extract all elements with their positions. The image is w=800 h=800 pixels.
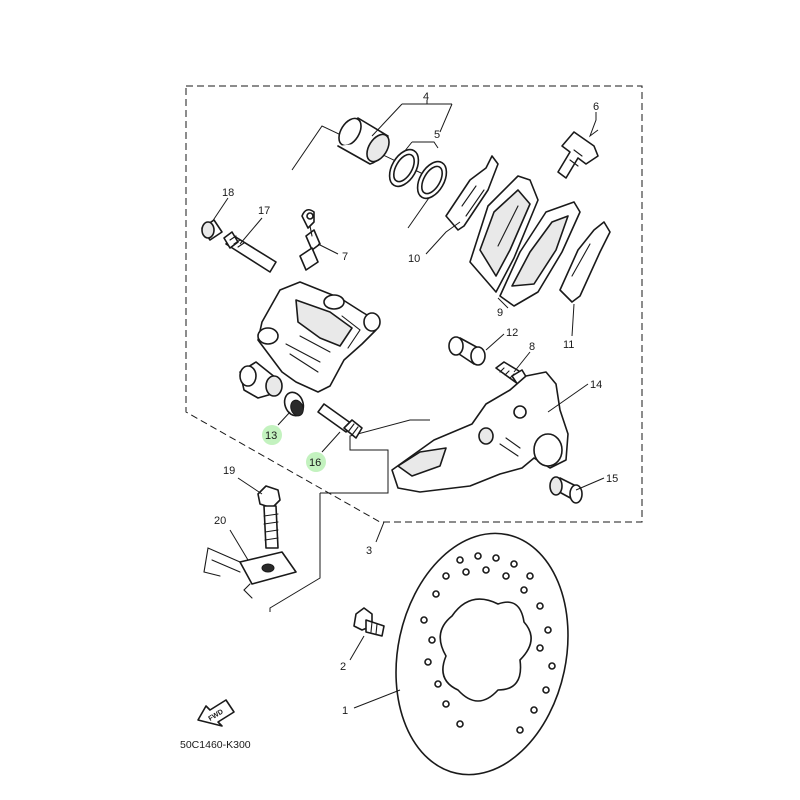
forward-arrow-icon: FWD	[197, 699, 235, 727]
callout-17: 17	[258, 205, 270, 217]
callout-10: 10	[408, 253, 420, 265]
pin-boot-part[interactable]	[281, 390, 306, 419]
hose-clip-part[interactable]	[203, 547, 297, 599]
callout-4: 4	[423, 91, 429, 103]
caliper-pin-part[interactable]	[223, 231, 277, 273]
callout-13: 13	[265, 430, 277, 442]
callout-6: 6	[593, 101, 599, 113]
bolt-19-part[interactable]	[257, 485, 281, 549]
pad-spring-part[interactable]	[557, 131, 599, 179]
callout-2: 2	[340, 661, 346, 673]
disc-bolt-part[interactable]	[353, 607, 385, 637]
assembly-boundary	[185, 85, 643, 523]
caliper-body-part[interactable]	[239, 281, 381, 399]
callout-12: 12	[506, 327, 518, 339]
callout-15: 15	[606, 473, 618, 485]
callout-numbers: 1 2 3 4 5 6 7 8 9 10 11 12 13 14 15 16 1…	[214, 91, 618, 717]
collar-part[interactable]	[448, 336, 486, 366]
callout-1: 1	[342, 705, 348, 717]
callout-16: 16	[309, 457, 321, 469]
callout-11: 11	[563, 339, 574, 351]
callout-13-highlight	[262, 425, 282, 445]
callout-20: 20	[214, 515, 226, 527]
disc-vent-holes	[420, 552, 556, 734]
callout-9: 9	[497, 307, 503, 319]
bracket-frame	[269, 419, 430, 612]
callout-18: 18	[222, 187, 234, 199]
callout-16-highlight	[306, 452, 326, 472]
diagram-code: 50C1460-K300	[180, 739, 251, 751]
callout-7: 7	[342, 251, 348, 263]
bleed-cap-part[interactable]	[201, 219, 223, 241]
bleed-screw-part[interactable]	[299, 208, 321, 271]
callout-5: 5	[434, 129, 440, 141]
piston-part[interactable]	[334, 115, 393, 166]
callout-19: 19	[223, 465, 235, 477]
seal-part[interactable]	[384, 145, 453, 204]
leader-lines	[211, 100, 605, 709]
pad-shim-left-part[interactable]	[445, 155, 499, 231]
brake-disc-part[interactable]	[374, 517, 589, 791]
pin-bolt-part[interactable]	[317, 403, 363, 439]
callout-14: 14	[590, 379, 602, 391]
brake-pad-part[interactable]	[469, 175, 581, 307]
caliper-bracket-part[interactable]	[391, 371, 569, 493]
pad-shim-right-part[interactable]	[559, 221, 611, 303]
callout-8: 8	[529, 341, 535, 353]
callout-3: 3	[366, 545, 372, 557]
